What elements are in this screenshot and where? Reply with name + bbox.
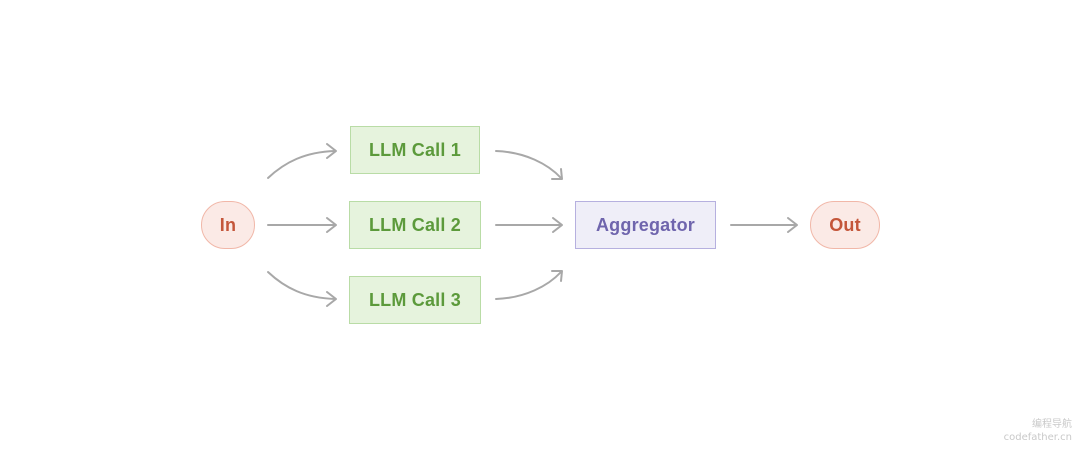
input-node-label: In — [219, 214, 237, 235]
aggregator-label: Aggregator — [595, 214, 695, 235]
watermark: 编程导航 codefather.cn — [1004, 418, 1072, 444]
arrow-in-to-call-1 — [267, 150, 336, 179]
output-node-label: Out — [829, 214, 861, 235]
arrowhead-in-to-call-3 — [326, 291, 337, 307]
arrow-call-3-to-aggregator — [495, 271, 562, 300]
arrowhead-aggregator-to-out — [787, 217, 798, 233]
arrowhead-in-to-call-1 — [326, 143, 337, 159]
arrowhead-call-2-to-aggregator — [552, 217, 563, 233]
llm-call-3-node: LLM Call 3 — [349, 276, 481, 324]
arrowhead-call-3-to-aggregator — [551, 270, 563, 282]
output-node: Out — [810, 201, 880, 249]
llm-call-2-label: LLM Call 2 — [368, 214, 461, 235]
llm-call-2-node: LLM Call 2 — [349, 201, 481, 249]
watermark-line-2: codefather.cn — [1003, 432, 1072, 443]
aggregator-node: Aggregator — [575, 201, 716, 249]
llm-call-1-node: LLM Call 1 — [350, 126, 480, 174]
arrow-call-1-to-aggregator — [495, 150, 562, 179]
arrowhead-call-1-to-aggregator — [551, 168, 563, 180]
watermark-line-1: 编程导航 — [1032, 419, 1072, 430]
llm-call-3-label: LLM Call 3 — [368, 289, 461, 310]
llm-call-1-label: LLM Call 1 — [368, 139, 461, 160]
arrowhead-in-to-call-2 — [326, 217, 337, 233]
input-node: In — [201, 201, 255, 249]
arrow-in-to-call-3 — [267, 271, 336, 300]
